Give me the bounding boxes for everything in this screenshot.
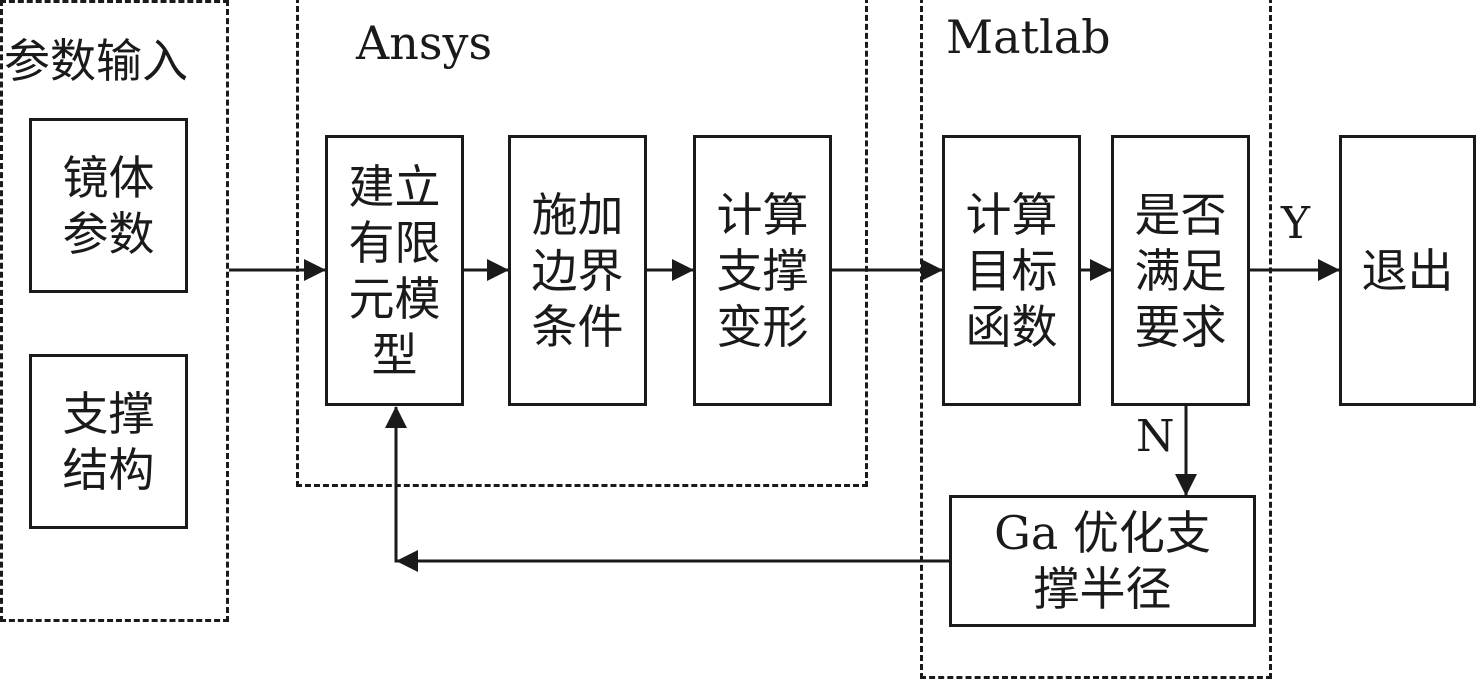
group-label-parameter-input: 参数输入 <box>4 34 188 88</box>
group-parameter-input <box>0 0 229 622</box>
arrow-ga-back-to-build-fem <box>385 406 949 563</box>
box-compute-support-deformation: 计算 支撑 变形 <box>693 135 832 406</box>
box-support-structure: 支撑 结构 <box>29 354 188 529</box>
box-compute-objective-function: 计算 目标 函数 <box>942 135 1081 406</box>
box-exit: 退出 <box>1339 135 1476 406</box>
box-apply-boundary-conditions: 施加 边界 条件 <box>508 135 647 406</box>
group-label-ansys: Ansys <box>356 16 493 70</box>
edge-label-yes: Y <box>1281 198 1311 249</box>
box-ga-optimize-support-radius: Ga 优化支 撑半径 <box>949 495 1256 627</box>
edge-label-no: N <box>1136 411 1175 462</box>
box-mirror-parameters: 镜体 参数 <box>29 118 188 293</box>
box-check-requirement: 是否 满足 要求 <box>1111 135 1250 406</box>
arrowhead-feedback-left <box>396 550 418 572</box>
group-label-matlab: Matlab <box>946 10 1111 64</box>
box-build-finite-element-model: 建立 有限 元模 型 <box>325 135 464 406</box>
group-ansys <box>296 0 868 487</box>
